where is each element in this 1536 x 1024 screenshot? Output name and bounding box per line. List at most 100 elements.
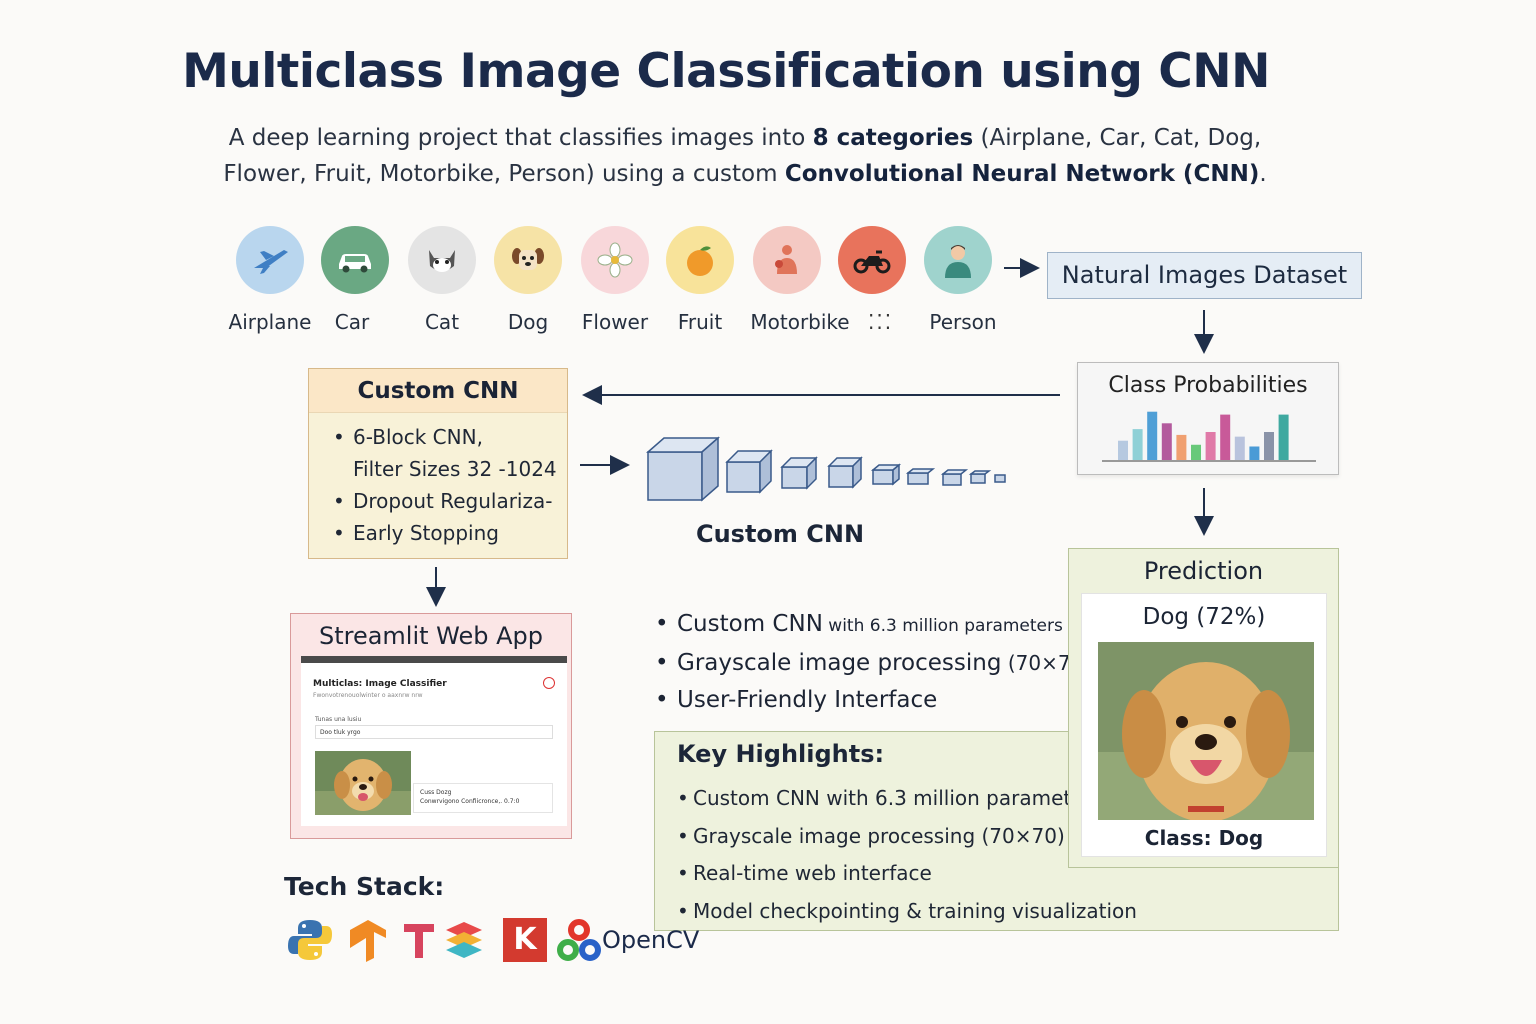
feature-main: Custom CNN xyxy=(677,611,823,637)
category-label: Dog xyxy=(507,310,549,334)
category-label: Fruit xyxy=(677,310,723,334)
opencv-icon xyxy=(557,919,601,961)
class-probabilities-title: Class Probabilities xyxy=(1108,373,1308,398)
prediction-result-card: Cuss Dozg Conwrvigono Confiicronce,. 0.7… xyxy=(413,783,553,813)
layers-stack-icon xyxy=(446,922,482,958)
custom-cnn-item: 6-Block CNN, xyxy=(333,421,567,453)
subtitle-cnn: Convolutional Neural Network (CNN) xyxy=(784,161,1260,187)
category-motorbike xyxy=(827,226,917,294)
highlight-item: Model checkpointing & training visualiza… xyxy=(677,893,1137,931)
category-label: Car xyxy=(334,310,370,334)
category-circle xyxy=(924,226,992,294)
cat-icon xyxy=(429,250,455,272)
category-airplane: Airplane xyxy=(225,226,315,334)
category-circle xyxy=(581,226,649,294)
feature-detail: with 6.3 million parameters xyxy=(822,616,1063,636)
feature-main: User-Friendly Interface xyxy=(677,687,938,713)
natural-images-dataset-box: Natural Images Dataset xyxy=(1047,252,1362,299)
app-status-icon xyxy=(543,677,555,689)
probability-bar xyxy=(1161,423,1172,461)
cnn-layer xyxy=(968,470,992,484)
feature-main: Grayscale image processing xyxy=(677,650,1002,676)
app-subtitle: Fwonvotrenouolwinter o aaxnrw nrw xyxy=(313,692,423,699)
streamlit-web-app-box: Streamlit Web App Multiclas: Image Class… xyxy=(290,613,572,839)
result-confidence: Conwrvigono Confiicronce,. 0.7:0 xyxy=(420,798,520,805)
prediction-title: Prediction xyxy=(1143,557,1264,585)
category-circle xyxy=(494,226,562,294)
streamlit-title: Streamlit Web App xyxy=(318,622,544,650)
category-label: Cat xyxy=(424,310,460,334)
probability-bar xyxy=(1191,444,1201,461)
person-fruit-icon xyxy=(775,245,797,274)
cnn-layer xyxy=(905,468,936,485)
subtitle-text-2: (Airplane, Car, Cat, Dog, Flower, Fruit,… xyxy=(223,125,1262,187)
upload-input[interactable]: Doo tluk yrgo xyxy=(315,725,553,739)
probability-bar xyxy=(1147,411,1158,461)
subtitle-text: A deep learning project that classifies … xyxy=(228,125,813,151)
probability-bar xyxy=(1249,446,1260,461)
category-dog: Dog xyxy=(483,226,573,334)
fruit-icon xyxy=(687,246,713,276)
probability-bar xyxy=(1132,429,1143,461)
pytorch-icon xyxy=(404,924,434,958)
key-highlights-list: Custom CNN with 6.3 million parameters G… xyxy=(677,780,1137,930)
subtitle-period: . xyxy=(1259,161,1267,187)
probability-bar xyxy=(1278,414,1289,461)
opencv-label: OpenCV xyxy=(602,926,700,954)
custom-cnn-item: Dropout Regulariza- xyxy=(333,485,567,517)
probability-bar xyxy=(1220,414,1231,461)
category-circle xyxy=(666,226,734,294)
category-circle xyxy=(408,226,476,294)
probability-bar xyxy=(1118,440,1128,461)
prediction-card: Dog (72%) Class: Dog xyxy=(1081,593,1327,857)
cnn-layer xyxy=(646,436,720,502)
custom-cnn-list: 6-Block CNN, Filter Sizes 32 -1024 Dropo… xyxy=(309,413,567,549)
probability-bars xyxy=(1102,411,1316,462)
airplane-icon xyxy=(254,250,288,274)
category-fruit: Fruit xyxy=(655,226,745,334)
flower-icon xyxy=(597,242,633,278)
key-highlights-title: Key Highlights: xyxy=(677,740,885,768)
dog-icon xyxy=(512,248,544,270)
category-flower: Flower xyxy=(570,226,660,334)
result-class: Cuss Dozg xyxy=(420,789,452,796)
probability-bar xyxy=(1205,432,1216,461)
category-circle xyxy=(753,226,821,294)
motorbike-icon xyxy=(853,250,891,274)
upload-label: Tunas una lusiu xyxy=(315,716,362,723)
cnn-diagram-label: Custom CNN xyxy=(695,520,865,548)
category-label: Flower xyxy=(581,310,649,334)
cnn-layer xyxy=(994,474,1006,483)
python-icon xyxy=(288,920,332,960)
cnn-layer xyxy=(870,463,902,486)
subtitle: A deep learning project that classifies … xyxy=(200,120,1290,192)
probability-bar xyxy=(1234,436,1245,461)
prediction-result: Dog (72%) xyxy=(1142,604,1266,630)
dog-photo xyxy=(1098,642,1314,820)
tensorflow-icon xyxy=(350,920,386,962)
page-title: Multiclass Image Classification using CN… xyxy=(182,44,1270,99)
custom-cnn-item: Filter Sizes 32 -1024 xyxy=(353,457,557,481)
feature-item: Grayscale image processing (70×70) xyxy=(655,645,1091,682)
probability-bar xyxy=(1176,434,1187,461)
category-label: Motorbike xyxy=(750,310,850,334)
category-cat: Cat xyxy=(397,226,487,334)
cnn-layer xyxy=(780,456,818,490)
keras-icon: K xyxy=(503,918,547,962)
cnn-layer xyxy=(827,456,863,489)
custom-cnn-title: Custom CNN xyxy=(309,369,567,413)
category-label: Airplane xyxy=(228,310,312,334)
custom-cnn-item: Early Stopping xyxy=(333,517,567,549)
ellipsis-icon: ⁚⁚⁚ xyxy=(868,310,894,334)
features-list: Custom CNN with 6.3 million parameters G… xyxy=(655,606,1091,719)
category-circle xyxy=(321,226,389,294)
car-icon xyxy=(339,254,371,273)
category-label: Person xyxy=(929,310,997,334)
probability-bar xyxy=(1264,432,1274,461)
uploaded-dog-photo xyxy=(315,751,411,815)
custom-cnn-box: Custom CNN 6-Block CNN, Filter Sizes 32 … xyxy=(308,368,568,559)
streamlit-app-window: Multiclas: Image Classifier Fwonvotrenou… xyxy=(301,656,567,826)
tech-stack-title: Tech Stack: xyxy=(284,872,445,901)
app-title: Multiclas: Image Classifier xyxy=(313,679,447,689)
